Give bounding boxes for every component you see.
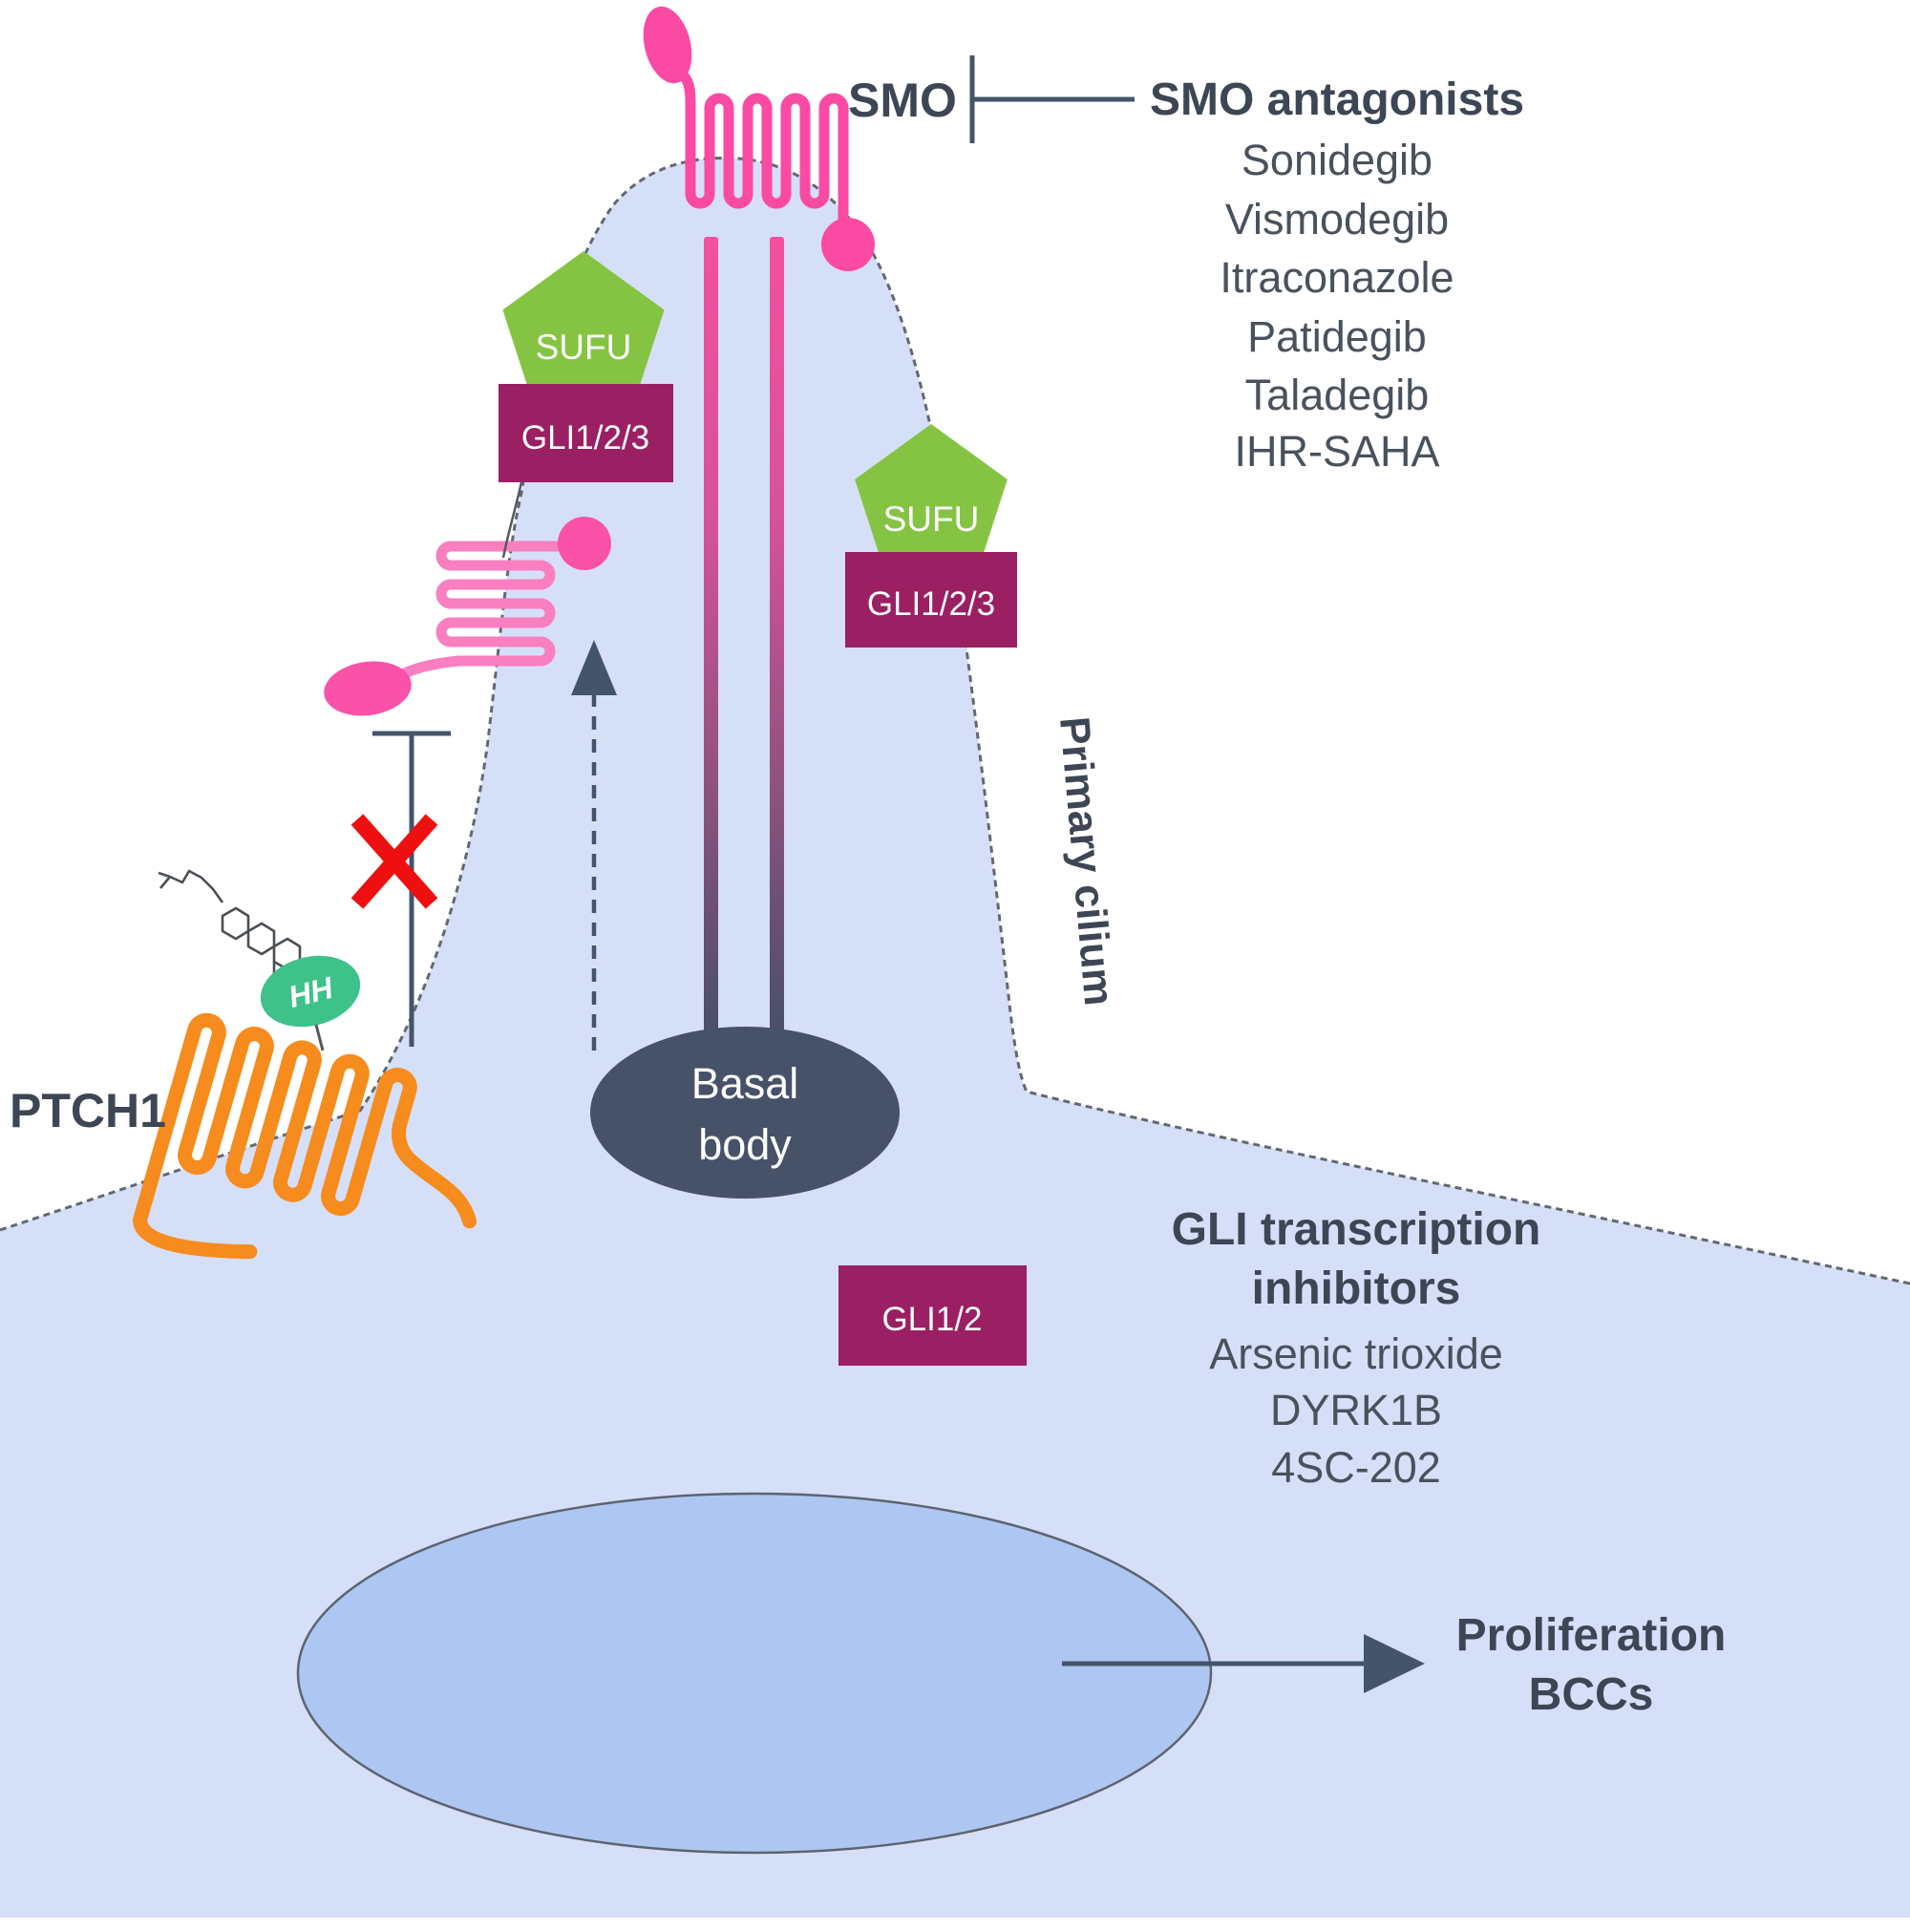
smo-antagonist-item: Taladegib — [1245, 371, 1430, 419]
gli-inhibitor-item: DYRK1B — [1270, 1386, 1442, 1434]
smo-inactive-nterm-blob — [324, 661, 412, 716]
smo-label: SMO — [848, 74, 957, 127]
ptch1-serpentine — [132, 1012, 478, 1260]
smo-antagonists-list: SMO antagonists Sonidegib Vismodegib Itr… — [1150, 74, 1524, 476]
basal-body — [590, 1027, 900, 1199]
cilium-traffic-arrow-head — [571, 640, 617, 695]
sufu-label-right: SUFU — [883, 499, 980, 539]
gli123-badge-left — [499, 384, 673, 482]
gli-inhibitor-item: 4SC-202 — [1271, 1443, 1441, 1492]
gli-inhibitors-title-line1: GLI transcription — [1172, 1204, 1541, 1255]
smo-active-serpentine — [674, 67, 854, 248]
gli123-label-right: GLI1/2/3 — [867, 585, 995, 623]
hh-ligand-group: HH — [158, 869, 361, 1051]
smo-inactive-serpentine — [393, 541, 579, 682]
outcome-line1: Proliferation — [1456, 1610, 1727, 1661]
smo-inactive-cterm-blob — [558, 517, 611, 570]
blocked-x-icon — [350, 814, 438, 909]
gli123-label-left: GLI1/2/3 — [521, 419, 649, 456]
outcome-line2: BCCs — [1529, 1669, 1654, 1720]
ptch1-smo-inhibition-tbar — [350, 731, 451, 1047]
gli123-badge-right — [845, 552, 1017, 648]
gli12-badge — [838, 1265, 1027, 1366]
smo-antagonist-item: Itraconazole — [1220, 253, 1454, 302]
cell-body-shape — [0, 158, 1910, 1919]
ptch1-label: PTCH1 — [10, 1084, 166, 1137]
hh-ligand — [260, 955, 361, 1028]
smo-active-nterm-blob — [643, 6, 692, 84]
sufu-gli-complex-left: SUFU GLI1/2/3 — [499, 251, 673, 482]
sufu-smo-connector-line — [501, 481, 523, 559]
sufu-pentagon-left — [502, 251, 665, 405]
gli-inhibitors-list: GLI transcription inhibitors Arsenic tri… — [1172, 1204, 1541, 1492]
microtubule-right — [770, 237, 784, 1041]
primary-cilium-label: Primary cilium — [1050, 715, 1122, 1008]
hh-ptch1-connector-line — [314, 1024, 325, 1051]
smo-receptor-active — [643, 6, 875, 271]
microtubule-left — [704, 237, 718, 1041]
smo-antagonist-item: IHR-SAHA — [1234, 427, 1439, 476]
sufu-gli-complex-right: SUFU GLI1/2/3 — [845, 424, 1017, 648]
sufu-label-left: SUFU — [536, 328, 632, 367]
gli-inhibitors-title-line2: inhibitors — [1252, 1263, 1461, 1314]
smo-active-cterm-blob — [821, 218, 875, 271]
smo-antagonist-item: Sonidegib — [1242, 136, 1432, 184]
basal-body-label-line2: body — [698, 1120, 792, 1169]
smo-antagonists-title: SMO antagonists — [1150, 74, 1524, 125]
cell-membrane-outline — [0, 157, 1910, 1285]
smo-antagonist-item: Patidegib — [1247, 312, 1427, 361]
sufu-pentagon-right — [855, 424, 1008, 569]
ptch1-receptor — [132, 1012, 478, 1260]
smo-receptor-inactive — [324, 517, 611, 716]
gli12-label: GLI1/2 — [881, 1301, 982, 1338]
smo-antagonist-item: Vismodegib — [1225, 195, 1449, 244]
proliferation-arrow-head — [1364, 1634, 1425, 1693]
basal-body-label-line1: Basal — [691, 1059, 799, 1108]
nucleus — [296, 1492, 1213, 1855]
smo-inhibition-tbar — [969, 55, 1135, 143]
gli-inhibitor-item: Arsenic trioxide — [1209, 1329, 1503, 1378]
